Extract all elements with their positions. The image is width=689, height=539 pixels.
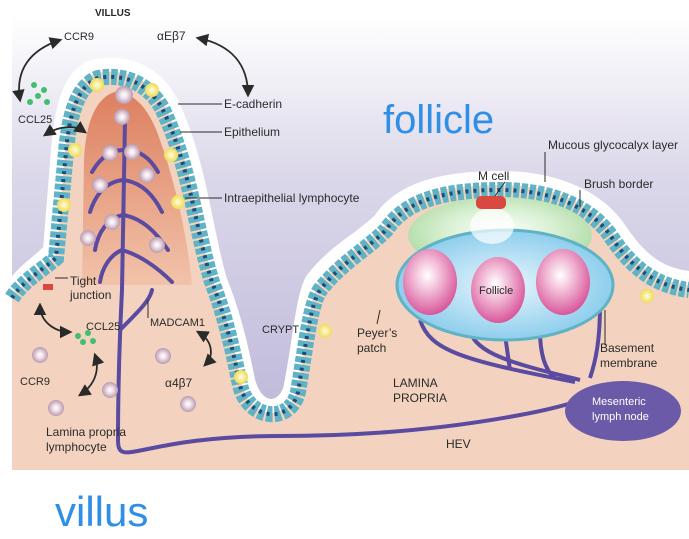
lymphocyte xyxy=(180,396,196,412)
ccr9-label-top: CCR9 xyxy=(64,31,94,43)
lymphocyte xyxy=(139,167,155,183)
iel-cell xyxy=(90,78,104,92)
lymphocyte xyxy=(102,145,118,161)
lymphocyte xyxy=(155,348,171,364)
lymphocyte xyxy=(104,214,120,230)
epithelium-label: Epithelium xyxy=(224,125,280,139)
tight-label: Tight xyxy=(70,274,97,288)
iel-cell xyxy=(57,198,71,212)
iel-cell xyxy=(640,289,654,303)
lymphocyte xyxy=(149,237,165,253)
lymphocyte xyxy=(115,86,133,104)
peyers-patch-label-line1: Peyer’s xyxy=(357,326,397,340)
germinal-centre xyxy=(536,249,590,315)
integrin-aeb7-label: αEβ7 xyxy=(157,29,186,43)
basement-membrane-label-line2: membrane xyxy=(600,356,658,370)
iel-cell xyxy=(164,148,178,162)
m-cell-label: M cell xyxy=(478,169,509,183)
iel-cell xyxy=(68,143,82,157)
villus-title: VILLUS xyxy=(95,8,131,19)
lymphocyte xyxy=(92,177,108,193)
mesenteric-label-line1: Mesenteric xyxy=(592,396,646,408)
brush-border-label: Brush border xyxy=(584,177,653,191)
basement-membrane-label-line1: Basement xyxy=(600,341,655,355)
follicle-cell-label: Follicle xyxy=(479,285,513,297)
iel-label: Intraepithelial lymphocyte xyxy=(224,191,360,205)
crypt-label: CRYPT xyxy=(262,324,299,336)
lymphocyte xyxy=(102,382,118,398)
mesenteric-label-line2: lymph node xyxy=(592,411,649,423)
lymphocyte xyxy=(114,109,130,125)
iel-cell xyxy=(234,370,248,384)
iel-cell xyxy=(318,324,332,338)
lymphocyte xyxy=(32,347,48,363)
e-cadherin-label: E-cadherin xyxy=(224,97,282,111)
peyers-patch-label-line2: patch xyxy=(357,341,386,355)
dome-highlight xyxy=(470,208,514,244)
mucous-glycocalyx-label: Mucous glycocalyx layer xyxy=(548,138,678,152)
tight-junction-marker xyxy=(43,284,53,290)
lymphocyte xyxy=(124,144,140,160)
lymphocyte xyxy=(48,400,64,416)
iel-cell xyxy=(145,83,159,97)
lymphocyte xyxy=(80,230,96,246)
villus-heading: villus xyxy=(55,488,148,536)
hev-label: HEV xyxy=(446,437,471,451)
lamina-propria-label-line1: LAMINA xyxy=(393,376,438,390)
follicle-heading: follicle xyxy=(383,98,494,143)
madcam1-label: MADCAM1 xyxy=(150,317,205,329)
lp-lymphocyte-label-line2: lymphocyte xyxy=(46,440,107,454)
junction-label: junction xyxy=(69,288,111,302)
m-cell xyxy=(476,196,506,209)
a4b7-label: α4β7 xyxy=(165,376,193,390)
ccl25-label-bottom: CCL25 xyxy=(86,321,120,333)
germinal-centre xyxy=(403,249,457,315)
lamina-propria-label-line2: PROPRIA xyxy=(393,391,447,405)
ccr9-label-bottom: CCR9 xyxy=(20,376,50,388)
ccl25-label-top: CCL25 xyxy=(18,114,52,126)
lp-lymphocyte-label-line1: Lamina propria xyxy=(46,425,126,439)
iel-cell xyxy=(171,195,185,209)
